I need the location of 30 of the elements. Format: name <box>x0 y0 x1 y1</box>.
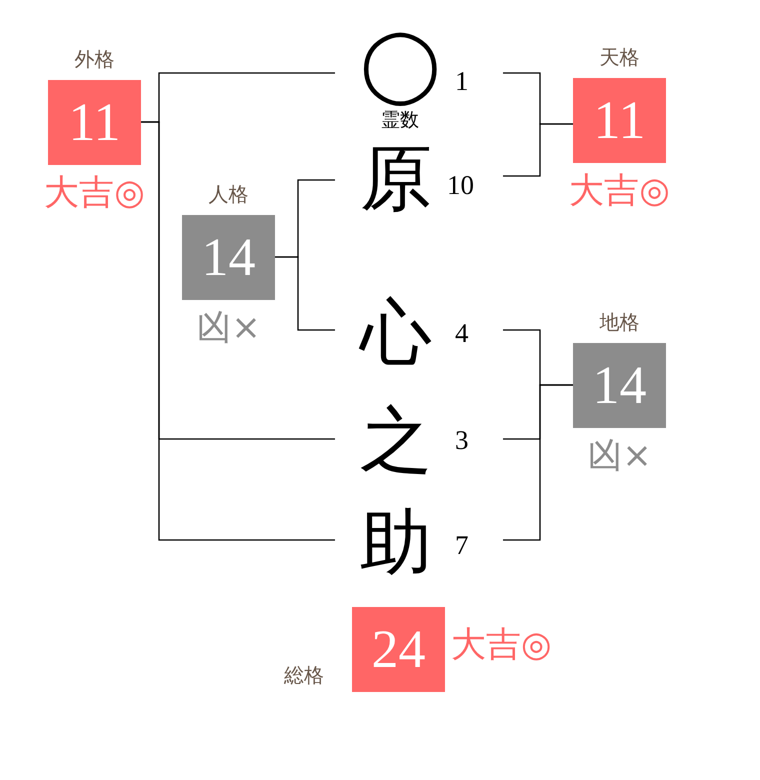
name-character: 原 <box>360 135 432 222</box>
stroke-count: 1 <box>455 66 468 96</box>
fortune-verdict: 大吉◎ <box>451 625 552 665</box>
heading-label: 総格 <box>284 663 324 687</box>
note-label: 霊数 <box>381 109 419 131</box>
name-character: 心 <box>360 289 432 376</box>
fortune-verdict: 大吉◎ <box>43 173 146 213</box>
name-character: 助 <box>360 499 432 586</box>
heading-label: 天格 <box>598 45 640 69</box>
score-tile: 14 <box>182 215 275 300</box>
name-character: 之 <box>360 397 432 484</box>
fortune-verdict: 大吉◎ <box>568 171 671 211</box>
heading-label: 地格 <box>598 310 640 334</box>
fortune-verdict: 凶× <box>195 308 262 348</box>
score-tile: 14 <box>573 343 666 428</box>
score-tile: 24 <box>352 607 445 692</box>
bracket-line <box>503 384 573 541</box>
bracket-line <box>141 121 335 541</box>
stroke-count: 7 <box>455 530 468 560</box>
name-character: ◯ <box>360 20 441 108</box>
bracket-line <box>503 123 573 177</box>
heading-label: 人格 <box>208 182 250 206</box>
stroke-count: 10 <box>447 170 474 200</box>
score-tile: 11 <box>573 78 666 163</box>
fortune-verdict: 凶× <box>586 436 653 476</box>
stroke-count: 4 <box>455 318 468 348</box>
bracket-line <box>275 256 335 331</box>
heading-label: 外格 <box>74 47 116 71</box>
score-tile: 11 <box>48 80 141 165</box>
stroke-count: 3 <box>455 425 468 455</box>
